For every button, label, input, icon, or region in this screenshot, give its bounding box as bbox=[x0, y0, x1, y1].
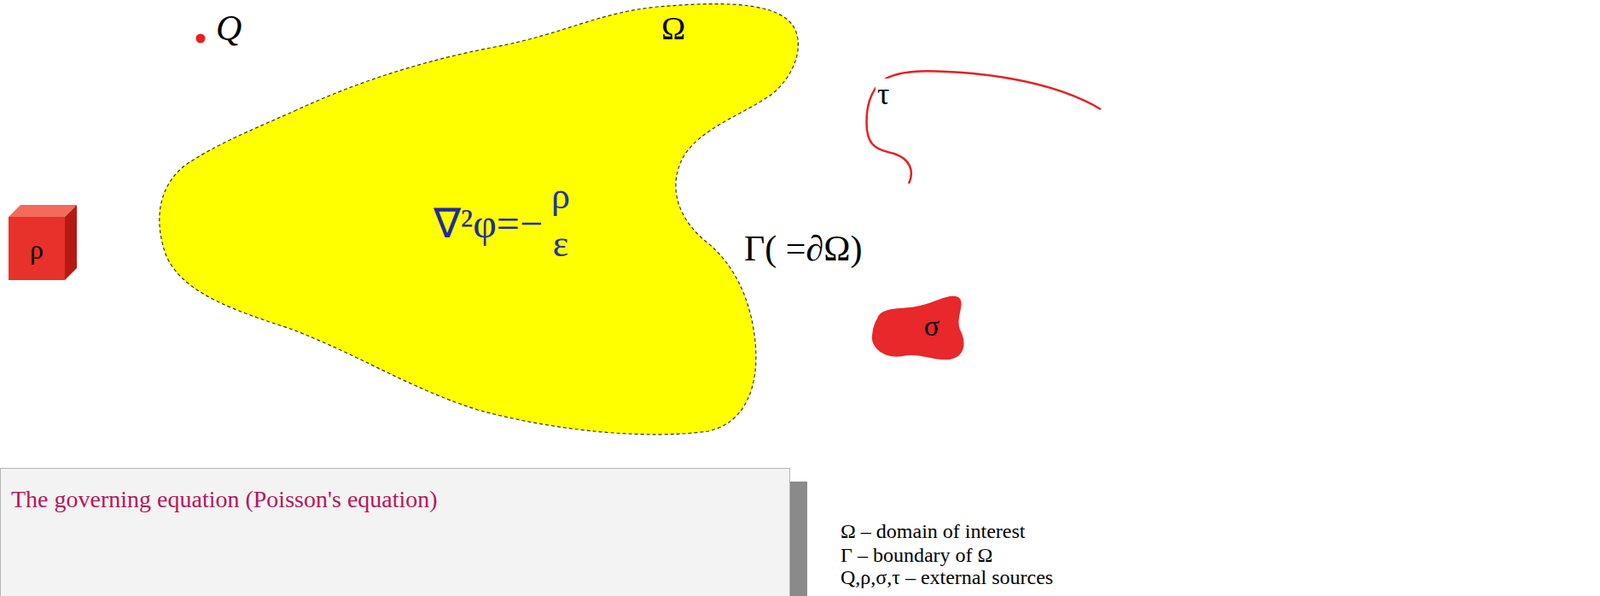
cube-side bbox=[64, 204, 77, 280]
equation-numerator: ρ bbox=[551, 177, 571, 216]
point-charge-label: Q bbox=[215, 10, 242, 47]
panel-title: The governing equation (Poisson's equati… bbox=[11, 487, 438, 512]
cube-top bbox=[8, 204, 77, 217]
sigma-shape bbox=[872, 296, 965, 361]
domain-symbol: Ω bbox=[661, 11, 686, 45]
surface-charge-blob: σ bbox=[868, 292, 972, 361]
legend-line: Ω – domain of interest bbox=[840, 520, 1025, 542]
sigma-label: σ bbox=[924, 311, 940, 341]
equation-left: ∇²φ=− bbox=[433, 203, 543, 245]
boundary-label: Γ( =∂Ω) bbox=[744, 230, 862, 267]
line-charge bbox=[866, 70, 1101, 184]
line-charge-label: τ bbox=[875, 78, 891, 110]
volume-charge-cube-outline bbox=[8, 204, 79, 280]
cube-label: ρ bbox=[29, 235, 44, 263]
volume-charge-cube: ρ bbox=[8, 204, 79, 280]
point-charge bbox=[196, 34, 206, 44]
domain-outline bbox=[159, 4, 799, 435]
surface-charge-blob-outline bbox=[868, 292, 972, 361]
legend-line: Q,ρ,σ,τ – external sources bbox=[840, 566, 1054, 588]
equation-denominator: ε bbox=[552, 225, 569, 263]
equation-panel: The governing equation (Poisson's equati… bbox=[0, 467, 791, 596]
legend-line: Γ – boundary of Ω bbox=[840, 544, 993, 565]
domain-region: Ω ∇²φ=−ρε Γ( =∂Ω) bbox=[157, 4, 901, 440]
cube-front bbox=[8, 216, 65, 280]
